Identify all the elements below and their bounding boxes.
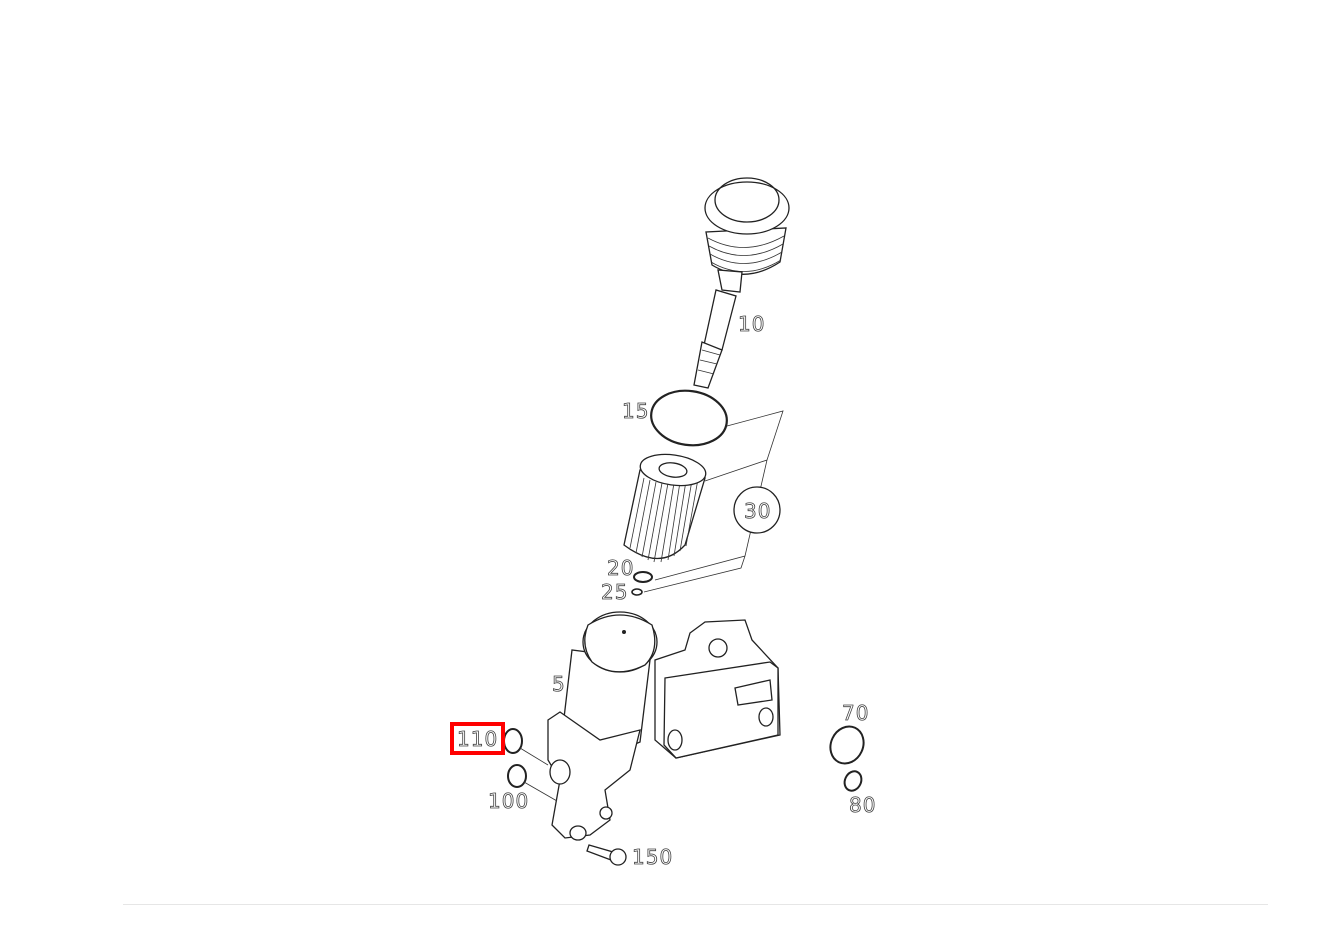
part-20-filter-element[interactable] bbox=[623, 451, 708, 563]
highlight-box bbox=[450, 722, 505, 755]
part-110-seal-ring[interactable] bbox=[503, 728, 549, 766]
callout-30[interactable]: 30 bbox=[744, 499, 771, 524]
callout-80[interactable]: 80 bbox=[849, 793, 876, 818]
callout-10[interactable]: 10 bbox=[738, 312, 765, 337]
part-10-filter-cap[interactable] bbox=[693, 177, 790, 389]
part-20-seal-ring[interactable] bbox=[633, 571, 653, 583]
callout-15[interactable]: 15 bbox=[622, 399, 649, 424]
callout-20[interactable]: 20 bbox=[607, 556, 634, 581]
part-100-seal-ring[interactable] bbox=[507, 764, 558, 802]
callout-150[interactable]: 150 bbox=[632, 845, 673, 870]
callout-110[interactable]: 110 bbox=[457, 727, 498, 752]
part-15-o-ring[interactable] bbox=[648, 386, 731, 450]
part-25-seal-ring[interactable] bbox=[631, 588, 643, 596]
callout-5[interactable]: 5 bbox=[552, 672, 566, 697]
part-80-seal-ring[interactable] bbox=[842, 769, 865, 794]
part-70-seal-ring[interactable] bbox=[824, 721, 869, 769]
callout-25[interactable]: 25 bbox=[601, 580, 628, 605]
part-150-bolt[interactable] bbox=[586, 844, 627, 866]
part-5-oil-filter-housing[interactable] bbox=[547, 611, 781, 841]
callout-70[interactable]: 70 bbox=[842, 701, 869, 726]
kit-30-bracket bbox=[643, 410, 784, 593]
bottom-divider bbox=[123, 904, 1268, 905]
callout-100[interactable]: 100 bbox=[488, 789, 529, 814]
